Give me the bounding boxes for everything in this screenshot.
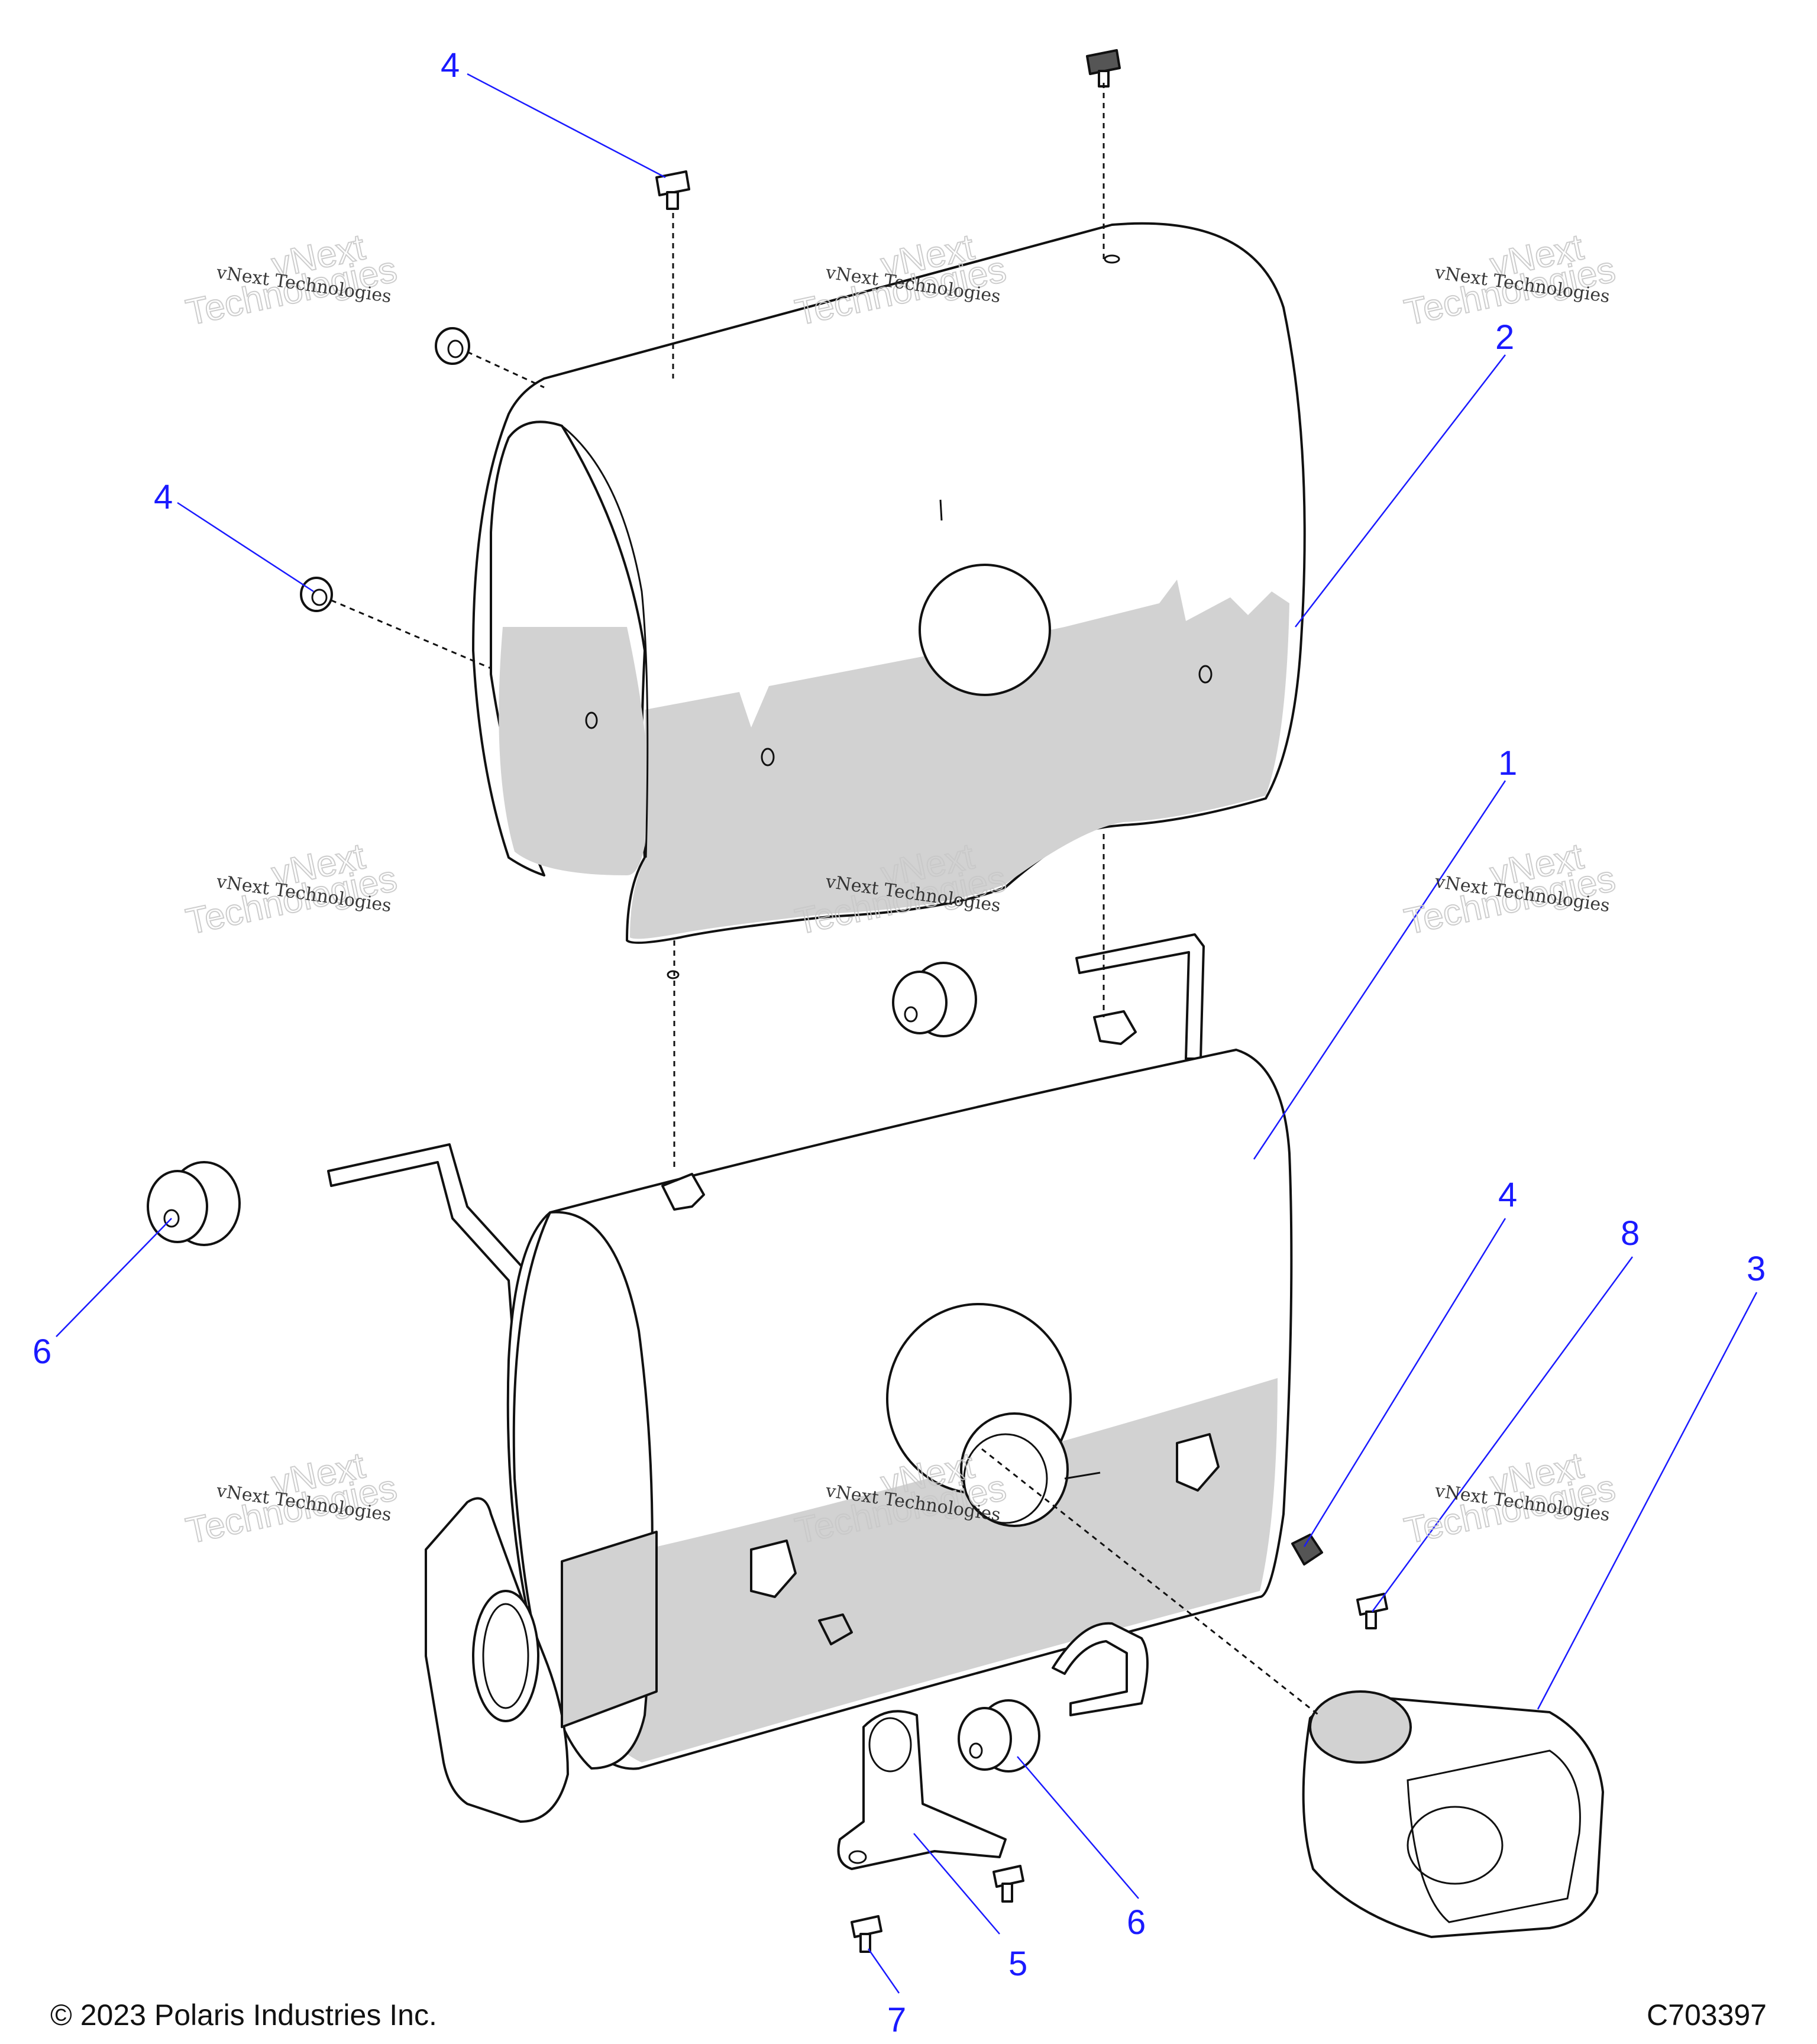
callout-7: 7 (887, 2001, 906, 2039)
callout-4-left: 4 (154, 478, 173, 516)
leader-lines (56, 73, 1758, 1994)
watermark: vNext Technologies vNext Technologies (1401, 835, 1619, 943)
callout-4-right: 4 (1498, 1176, 1517, 1214)
drawing-number: C703397 (1647, 1998, 1767, 2032)
callouts: 4 4 2 1 6 4 8 3 5 6 7 (33, 46, 1766, 2039)
callout-5: 5 (1008, 1945, 1027, 1983)
bolt-7-right (992, 1865, 1024, 1903)
grommet-lower (958, 1699, 1040, 1773)
callout-3: 3 (1747, 1250, 1766, 1288)
callout-2: 2 (1495, 318, 1514, 357)
watermark: vNext Technologies vNext Technologies (182, 226, 401, 334)
tailpipe-tip (1302, 1690, 1604, 1938)
nut-left-lower (300, 577, 333, 612)
nut-right (1291, 1534, 1323, 1566)
watermark: vNext Technologies vNext Technologies (182, 1444, 401, 1552)
callout-4-top: 4 (441, 46, 460, 85)
grommet-center-top (892, 962, 977, 1037)
copyright-text: © 2023 Polaris Industries Inc. (50, 1998, 437, 2032)
muffler (327, 933, 1293, 1823)
grommet-left (147, 1161, 241, 1246)
callout-8: 8 (1621, 1214, 1640, 1253)
hex-screw-top-left (655, 170, 690, 210)
mount-bracket (837, 1710, 1007, 1870)
watermark: vNext Technologies vNext Technologies (1401, 1444, 1619, 1552)
watermarks: vNext Technologies vNext Technologies vN… (182, 226, 1619, 1552)
callout-6-lower: 6 (1127, 1903, 1146, 1942)
callout-1: 1 (1498, 744, 1517, 782)
assembly-lines (331, 83, 1320, 1716)
watermark: vNext Technologies vNext Technologies (182, 835, 401, 943)
bolt-8 (1356, 1593, 1388, 1629)
callout-6-left: 6 (33, 1333, 51, 1371)
nut-left-upper (435, 327, 470, 365)
bolt-7-left (851, 1915, 882, 1953)
hex-screw-top-right (1086, 49, 1121, 88)
watermark: vNext Technologies vNext Technologies (1401, 226, 1619, 334)
heat-shield (472, 222, 1306, 979)
